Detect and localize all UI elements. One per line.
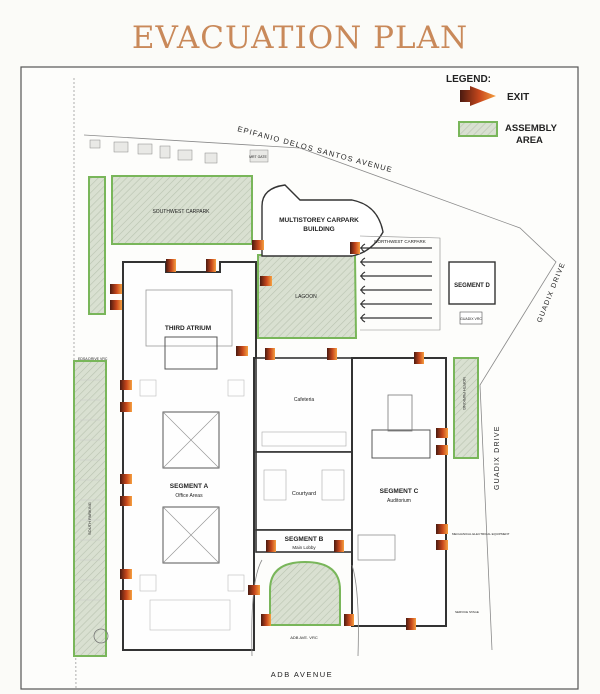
exit-icon — [120, 402, 132, 412]
exit-icon — [436, 540, 448, 550]
label-segment-a: SEGMENT A — [170, 483, 209, 490]
label-northwest-carpark: NORTHWEST CARPARK — [374, 239, 426, 244]
orange-arrow-icon — [460, 86, 496, 106]
exit-icon — [166, 259, 176, 272]
exit-icon — [265, 348, 275, 360]
courtyard-block — [255, 451, 353, 531]
assembly-area-south-lawn — [269, 560, 341, 626]
exit-icon — [344, 614, 354, 626]
exit-icon — [248, 585, 260, 595]
roundabout — [93, 628, 109, 644]
exit-icon — [120, 380, 132, 390]
label-third-atrium: THIRD ATRIUM — [165, 325, 211, 332]
exit-icon — [327, 348, 337, 360]
label-lagoon: LAGOON — [295, 294, 317, 300]
legend-area-label: AREA — [516, 135, 543, 146]
label-edsa-drive-vrc: EDSA DRIVE VRC — [78, 357, 108, 361]
exit-icon — [206, 259, 216, 272]
exit-icon — [252, 240, 264, 250]
site-boundary-east — [83, 134, 557, 651]
northwest-carpark-rows — [360, 243, 432, 323]
label-service-stage: SERVICE STAGE — [455, 610, 479, 614]
exit-icon — [406, 618, 416, 630]
exit-icon — [236, 346, 248, 356]
assembly-area-southwest-carpark — [111, 175, 253, 245]
exit-icon — [120, 590, 132, 600]
assembly-area-north-parking — [453, 357, 479, 459]
exit-icon — [110, 300, 122, 310]
exit-icon — [334, 540, 344, 552]
exit-icon — [120, 474, 132, 484]
exit-icon — [266, 540, 276, 552]
exit-icon — [436, 428, 448, 438]
legend-heading: LEGEND: — [446, 74, 491, 85]
exit-icon — [436, 445, 448, 455]
label-segment-b-sub: Main Lobby — [292, 545, 316, 550]
exit-icon — [120, 496, 132, 506]
atrium-void-upper — [162, 411, 220, 469]
label-guadix-vrc: GUADIX VRC — [460, 317, 482, 321]
label-segment-b: SEGMENT B — [285, 536, 324, 543]
label-north-parking: NORTH PARKING — [462, 377, 467, 410]
label-segment-c-sub: Auditorium — [387, 498, 411, 504]
exit-icon — [260, 276, 272, 286]
exit-icon — [414, 352, 424, 364]
exit-icon — [436, 524, 448, 534]
cafeteria-block — [255, 357, 353, 453]
exit-icon — [261, 614, 271, 626]
legend: LEGEND: EXIT ASSEMBLY AREA — [446, 74, 558, 146]
segment-c-building — [351, 357, 447, 627]
label-courtyard: Courtyard — [292, 491, 316, 497]
segment-d-building — [448, 261, 496, 305]
legend-exit-label: EXIT — [507, 92, 529, 103]
guadix-vrc-booth — [459, 311, 483, 325]
label-mrt-gate: MRT GATE — [249, 155, 267, 159]
street-label-guadix-lower: GUADIX DRIVE — [494, 425, 501, 490]
page-title: EVACUATION PLAN — [131, 20, 469, 56]
label-multistorey-2: BUILDING — [303, 226, 334, 233]
label-segment-c: SEGMENT C — [380, 488, 419, 495]
label-multistorey-1: MULTISTOREY CARPARK — [279, 217, 359, 224]
label-cafeteria: Cafeteria — [294, 397, 315, 403]
label-south-parking: SOUTH PARKING — [87, 502, 92, 535]
assembly-area-south-parking — [73, 360, 107, 657]
label-segment-a-sub: Office Areas — [175, 493, 203, 499]
label-mech-room: MECHANICAL ELECTRICAL EQUIPMENT — [452, 532, 510, 536]
exit-icon — [120, 569, 132, 579]
exit-icon — [350, 242, 360, 254]
hatched-green-box-icon — [458, 121, 498, 137]
label-adb-ave-vrc: ADB AVE. VRC — [290, 635, 318, 640]
segment-a-building — [122, 261, 257, 651]
exit-markers — [110, 240, 448, 630]
street-label-adb: ADB AVENUE — [271, 670, 333, 679]
legend-assembly-label: ASSEMBLY — [505, 123, 558, 134]
label-segment-d: SEGMENT D — [454, 283, 490, 289]
assembly-area-west-strip — [88, 176, 106, 315]
exit-icon — [110, 284, 122, 294]
label-southwest-carpark: SOUTHWEST CARPARK — [152, 209, 210, 215]
atrium-void-lower — [162, 506, 220, 564]
